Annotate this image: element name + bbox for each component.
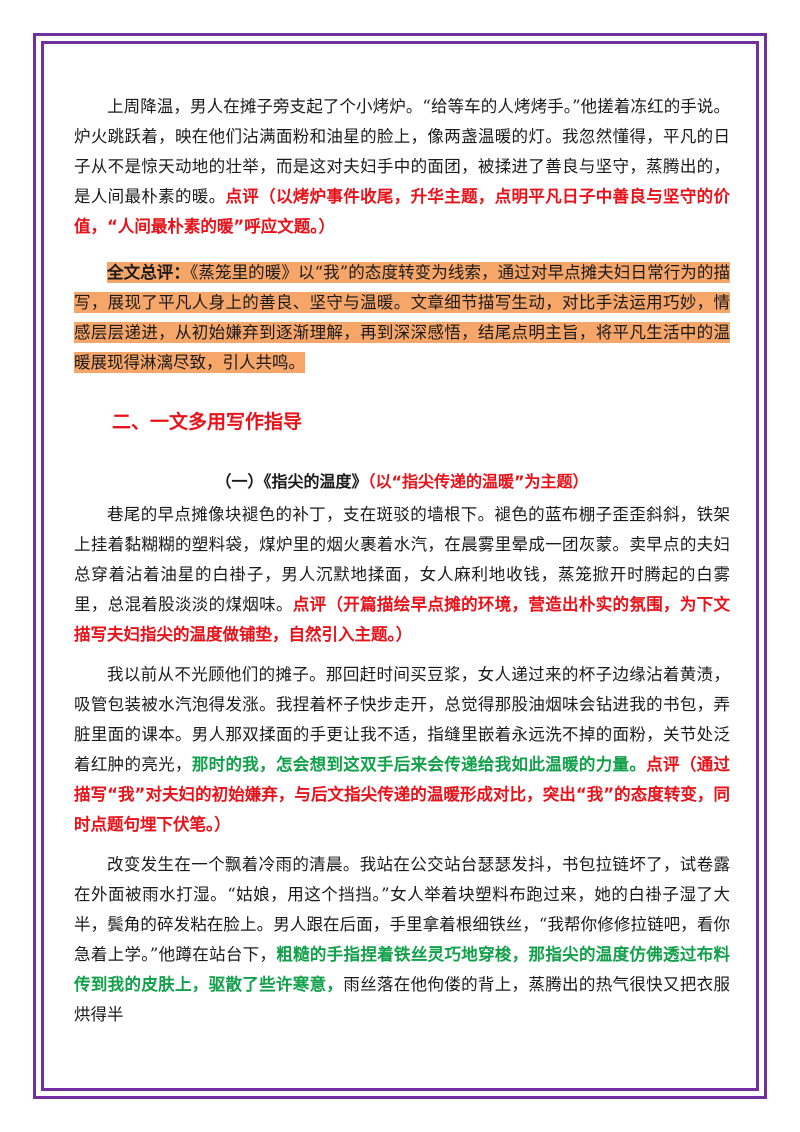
essay-title-main: （一）《指尖的温度》: [215, 472, 368, 491]
comment-text: 点评（开篇描绘早点摊的环境，营造出朴实的氛围，为下文描写夫妇指尖的温度做铺垫，自…: [74, 595, 731, 644]
key-sentence: 那时的我，怎会想到这双手后来会传递给我如此温暖的力量。: [191, 755, 647, 774]
document-body: 上周降温，男人在摊子旁支起了个小烤炉。“给等车的人烤烤手。”他搓着冻红的手说。炉…: [74, 92, 730, 1030]
key-sentence: 粗糙的手指捏着铁丝灵巧地穿梭，那指尖的温度仿佛透过布料传到我的皮肤上，驱散了些许…: [74, 945, 731, 994]
essay-title-theme: （以“指尖传递的温暖”为主题）: [367, 472, 589, 491]
paragraph-text: 巷尾的早点摊像块褪色的补丁，支在斑驳的墙根下。褪色的蓝布棚子歪歪斜斜，铁架上挂着…: [74, 505, 730, 614]
paragraph-text: 上周降温，男人在摊子旁支起了个小烤炉。“给等车的人烤烤手。”他搓着冻红的手说。炉…: [74, 97, 730, 206]
page-border-inner: [41, 41, 759, 1091]
overall-review-text: 《蒸笼里的暖》以“我”的态度转变为线索，通过对早点摊夫妇日常行为的描写，展现了平…: [74, 263, 731, 372]
comment-text: 点评（通过描写“我”对夫妇的初始嫌弃，与后文指尖传递的温暖形成对比，突出“我”的…: [74, 755, 731, 834]
section-title: 二、一文多用写作指导: [112, 411, 303, 433]
comment-text: 点评（以烤炉事件收尾，升华主题，点明平凡日子中善良与坚守的价值，“人间最朴素的暖…: [74, 187, 731, 236]
paragraph-turning: 改变发生在一个飘着冷雨的清晨。我站在公交站台瑟瑟发抖，书包拉链坏了，试卷露在外面…: [74, 850, 730, 1030]
paragraph-contrast: 我以前从不光顾他们的摊子。那回赶时间买豆浆，女人递过来的杯子边缘沾着黄渍，吸管包…: [74, 660, 730, 840]
paragraph-ending: 上周降温，男人在摊子旁支起了个小烤炉。“给等车的人烤烤手。”他搓着冻红的手说。炉…: [74, 92, 730, 242]
essay-title: （一）《指尖的温度》（以“指尖传递的温暖”为主题）: [74, 468, 730, 496]
overall-review: 全文总评：《蒸笼里的暖》以“我”的态度转变为线索，通过对早点摊夫妇日常行为的描写…: [74, 258, 731, 378]
paragraph-text: 改变发生在一个飘着冷雨的清晨。我站在公交站台瑟瑟发抖，书包拉链坏了，试卷露在外面…: [74, 855, 730, 964]
paragraph-opening: 巷尾的早点摊像块褪色的补丁，支在斑驳的墙根下。褪色的蓝布棚子歪歪斜斜，铁架上挂着…: [74, 500, 730, 650]
paragraph-text-tail: 雨丝落在他佝偻的背上，蒸腾出的热气很快又把衣服烘得半: [74, 975, 731, 1024]
page-border-outer: [33, 33, 767, 1099]
overall-review-label: 全文总评：: [107, 263, 191, 282]
paragraph-text: 我以前从不光顾他们的摊子。那回赶时间买豆浆，女人递过来的杯子边缘沾着黄渍，吸管包…: [74, 665, 730, 774]
